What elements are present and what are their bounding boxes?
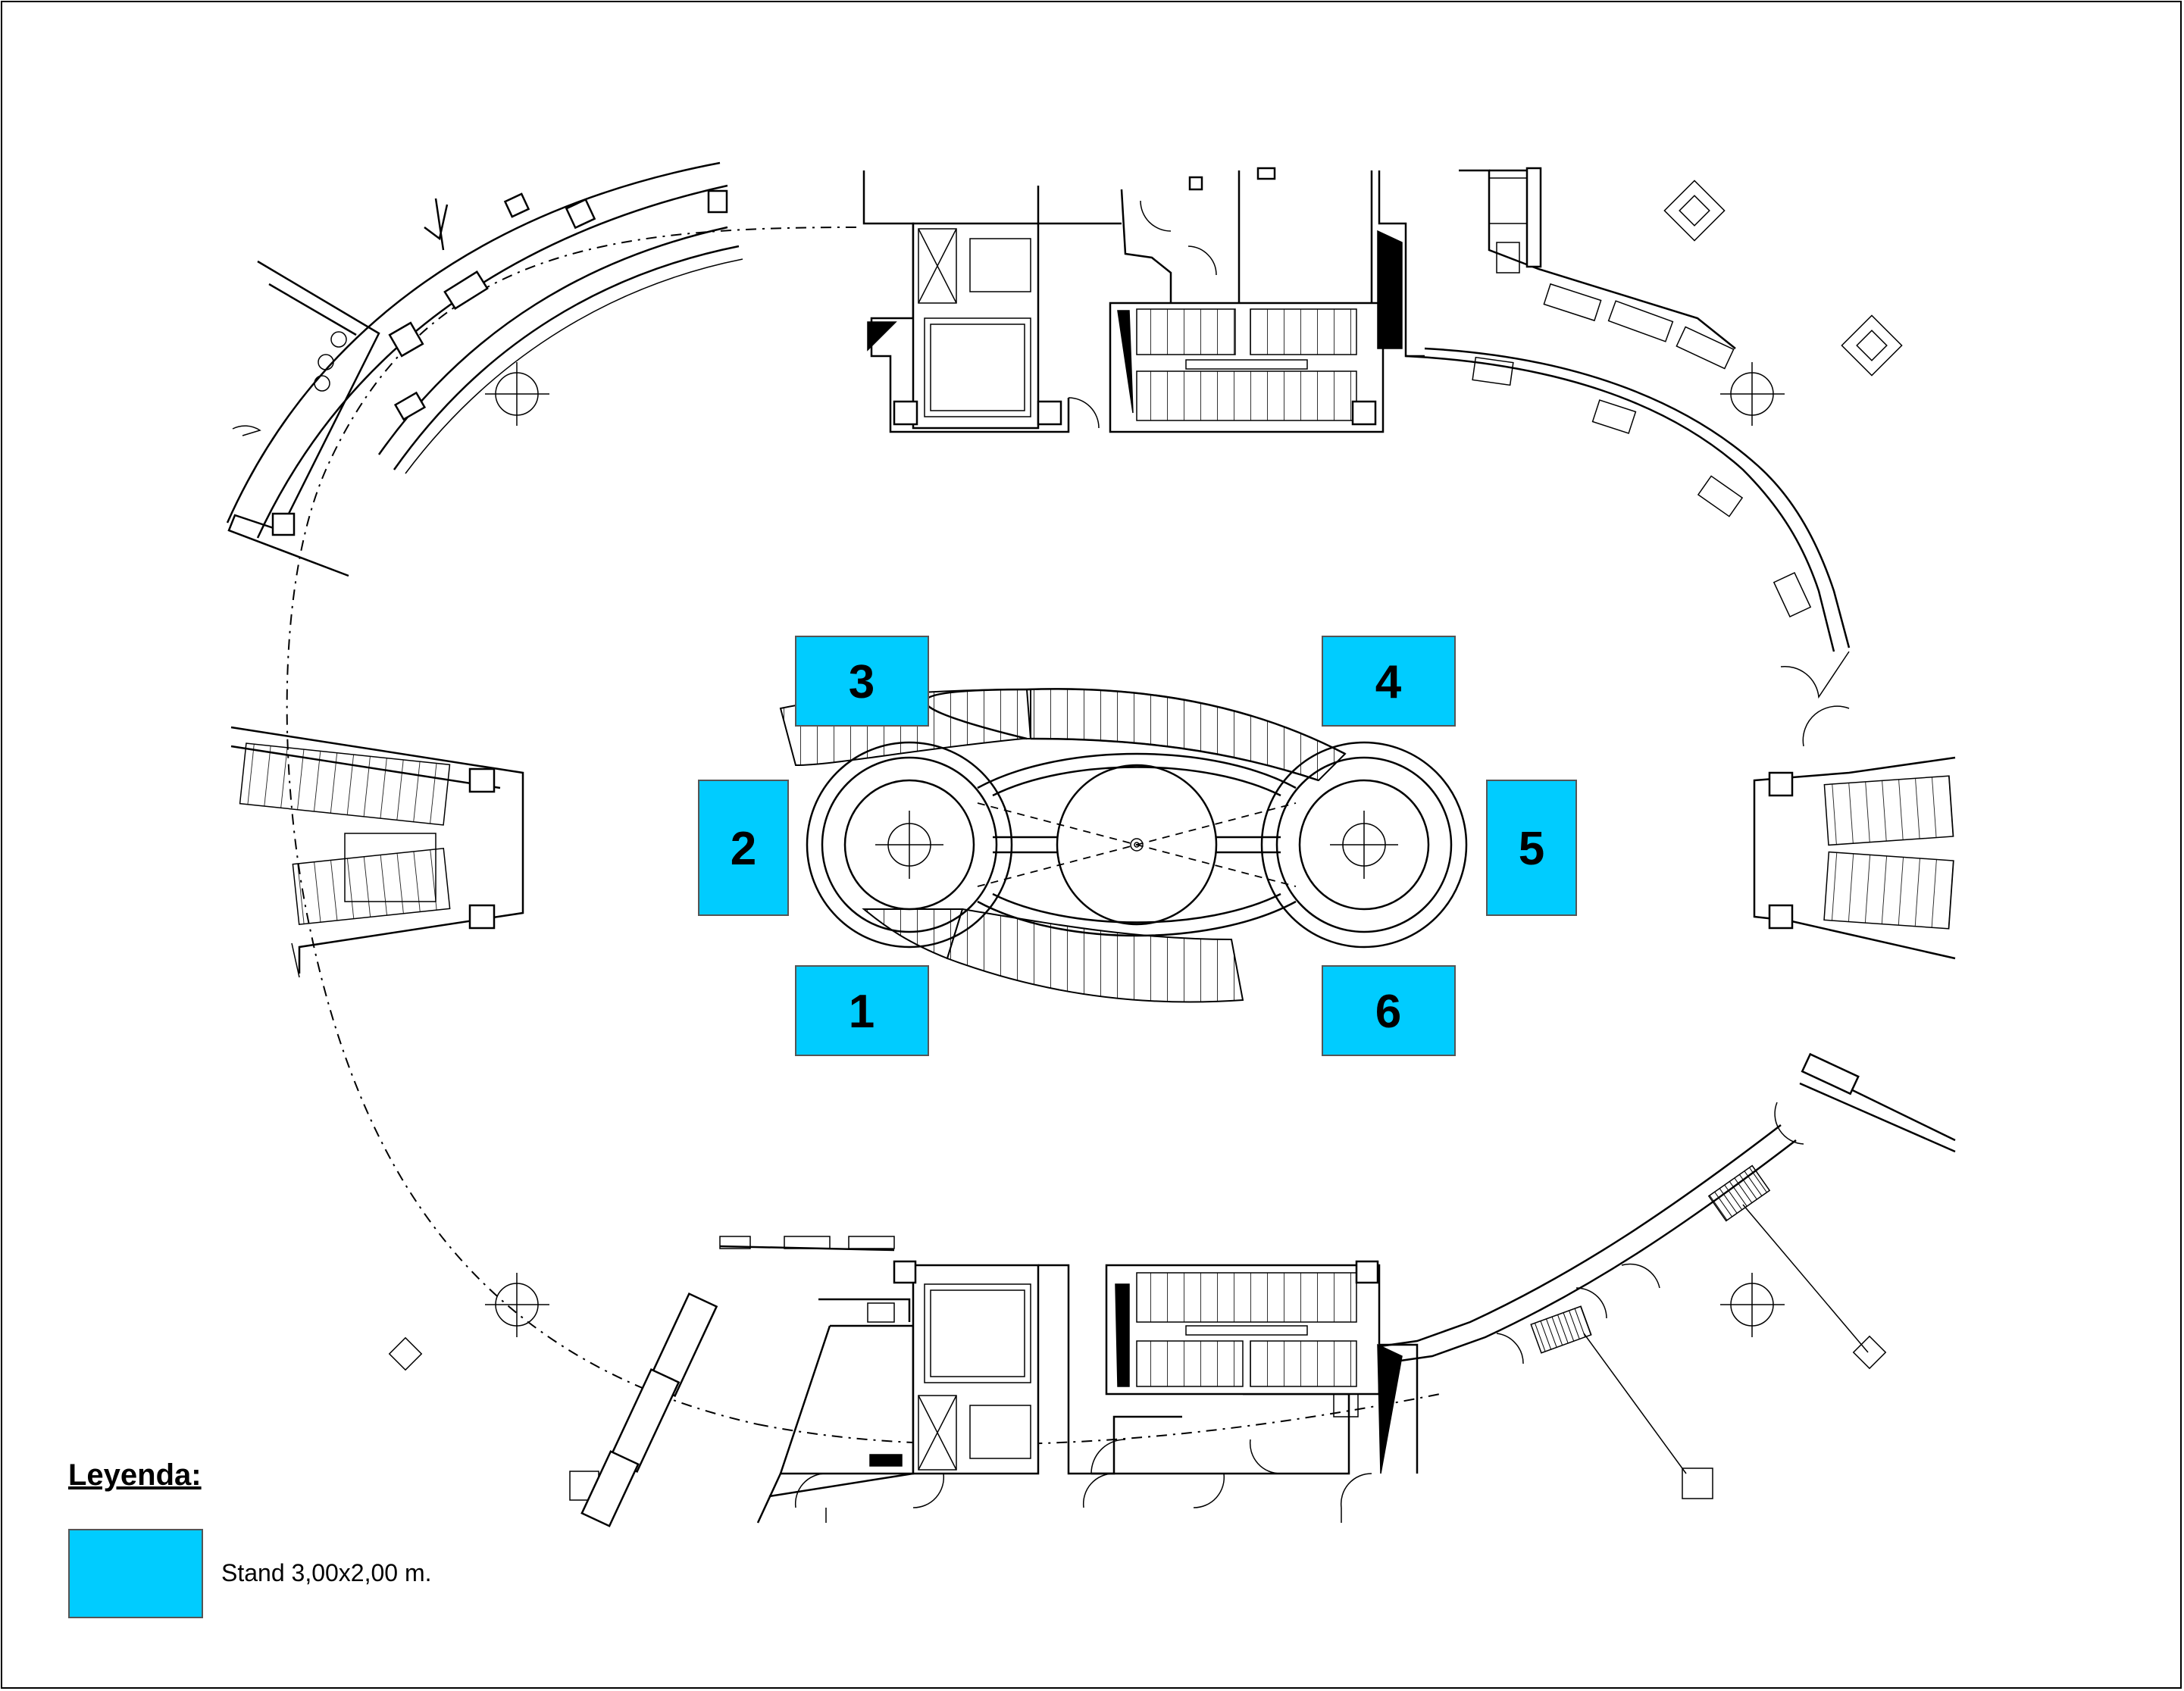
top-core [862, 167, 1425, 433]
central-rotunda [779, 688, 1468, 1003]
stand-3-label: 3 [849, 656, 875, 708]
stand-4[interactable]: 4 [1322, 636, 1456, 727]
stand-1-label: 1 [849, 986, 875, 1038]
stand-4-area [1322, 636, 1456, 727]
stand-4-label: 4 [1375, 656, 1402, 708]
stand-3[interactable]: 3 [795, 636, 929, 727]
legend-stand-swatch [68, 1529, 203, 1618]
stand-1-area [795, 965, 929, 1056]
stand-2[interactable]: 2 [698, 780, 789, 916]
stands: 1 2 3 4 5 6 [698, 636, 1577, 1056]
legend-stand-label: Stand 3,00x2,00 m. [221, 1559, 432, 1586]
stand-3-area [795, 636, 929, 727]
stand-5-area [1486, 780, 1577, 916]
columns [485, 362, 1785, 1337]
upper-right-wall [1405, 167, 1851, 747]
right-stairs [1753, 756, 1956, 960]
stand-5[interactable]: 5 [1486, 780, 1577, 916]
upper-left-counter [226, 161, 743, 577]
stand-6-label: 6 [1375, 986, 1401, 1038]
stand-5-label: 5 [1519, 823, 1544, 875]
left-stairs [230, 726, 524, 978]
lower-right-wall [1363, 1052, 1956, 1474]
stand-6-area [1322, 965, 1456, 1056]
stand-2-area [698, 780, 789, 916]
stand-2-label: 2 [731, 823, 756, 875]
legend-title: Leyenda: [68, 1458, 202, 1492]
stand-6[interactable]: 6 [1322, 965, 1456, 1056]
bottom-core [580, 1236, 1419, 1527]
hall-outline [286, 227, 1441, 1446]
stand-1[interactable]: 1 [795, 965, 929, 1056]
exterior-pillars [388, 180, 1903, 1501]
